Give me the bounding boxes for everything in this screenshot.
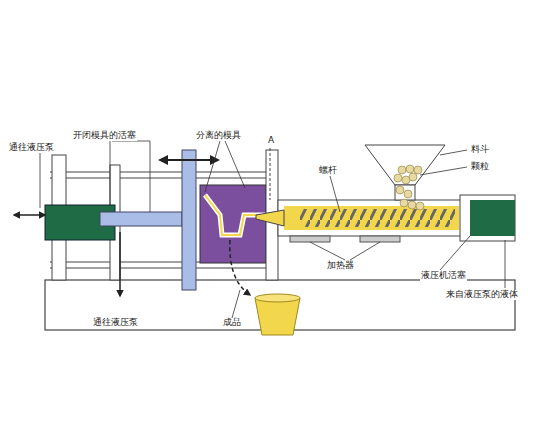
part-label: 通往液压泵: [8, 143, 55, 153]
part-label: 螺杆: [318, 166, 338, 176]
part-label: 料斗: [470, 145, 490, 155]
part-label: A: [267, 136, 275, 146]
part-label: 分离的模具: [195, 131, 242, 141]
part-label: 来自液压泵的液体: [445, 290, 519, 300]
part-label: 通往液压泵: [92, 318, 139, 328]
part-label: 成品: [222, 318, 242, 328]
part-label: 开闭模具的活塞: [72, 131, 137, 141]
part-label: 颗粒: [470, 162, 490, 172]
part-label: 液压机活塞: [420, 271, 467, 281]
part-label: 加热器: [326, 261, 355, 271]
